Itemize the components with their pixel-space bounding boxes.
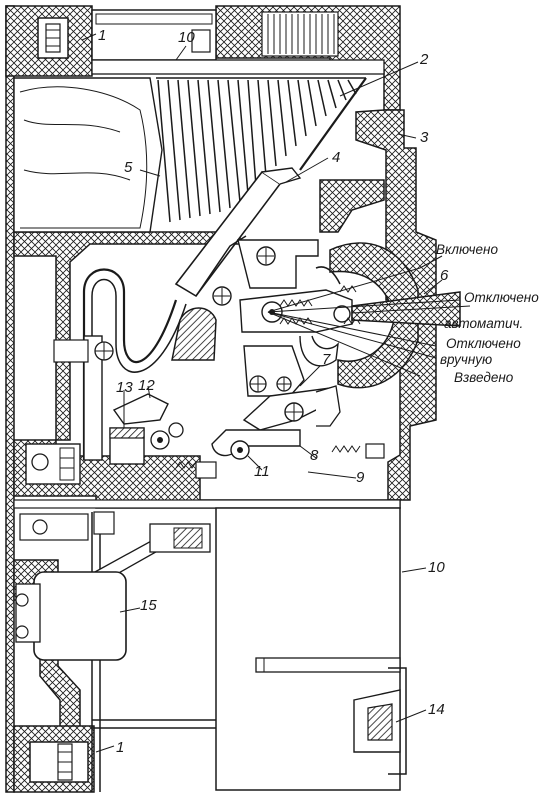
lower-section — [13, 499, 407, 792]
position-leaders — [267, 255, 461, 377]
label-14: 14 — [428, 701, 445, 718]
hatched-insert — [171, 307, 217, 361]
label-off-manual: Отключено — [446, 336, 521, 351]
label-on: Включено — [436, 242, 498, 257]
leader-lines — [81, 33, 443, 753]
terminal-bottom — [29, 741, 89, 783]
label-13: 13 — [116, 379, 133, 396]
label-2: 2 — [419, 51, 429, 68]
label-1-top: 1 — [98, 27, 106, 44]
label-8: 8 — [310, 447, 319, 464]
arc-chute — [13, 77, 367, 233]
label-6: 6 — [440, 267, 449, 284]
label-10-top: 10 — [178, 29, 195, 46]
label-cocked: Взведено — [454, 370, 514, 385]
label-off-auto: автоматич. — [444, 316, 523, 331]
mid-terminal — [25, 443, 81, 485]
label-12: 12 — [138, 377, 155, 394]
handle — [329, 242, 471, 389]
top-busbar — [91, 9, 385, 75]
label-3: 3 — [420, 129, 429, 146]
mechanism — [175, 239, 385, 479]
label-manual: вручную — [440, 352, 492, 367]
label-9: 9 — [356, 469, 365, 486]
terminal-top — [37, 17, 69, 59]
label-off: Отключено — [464, 290, 539, 305]
label-1-bottom: 1 — [116, 739, 124, 756]
flexible-braid — [82, 268, 187, 460]
label-7: 7 — [322, 351, 331, 368]
thermal-trip — [53, 335, 184, 465]
label-10-bottom: 10 — [428, 559, 445, 576]
heat-sink-ribs — [261, 11, 339, 57]
label-5: 5 — [124, 159, 133, 176]
label-15: 15 — [140, 597, 157, 614]
label-4: 4 — [332, 149, 340, 166]
label-11: 11 — [254, 463, 270, 480]
